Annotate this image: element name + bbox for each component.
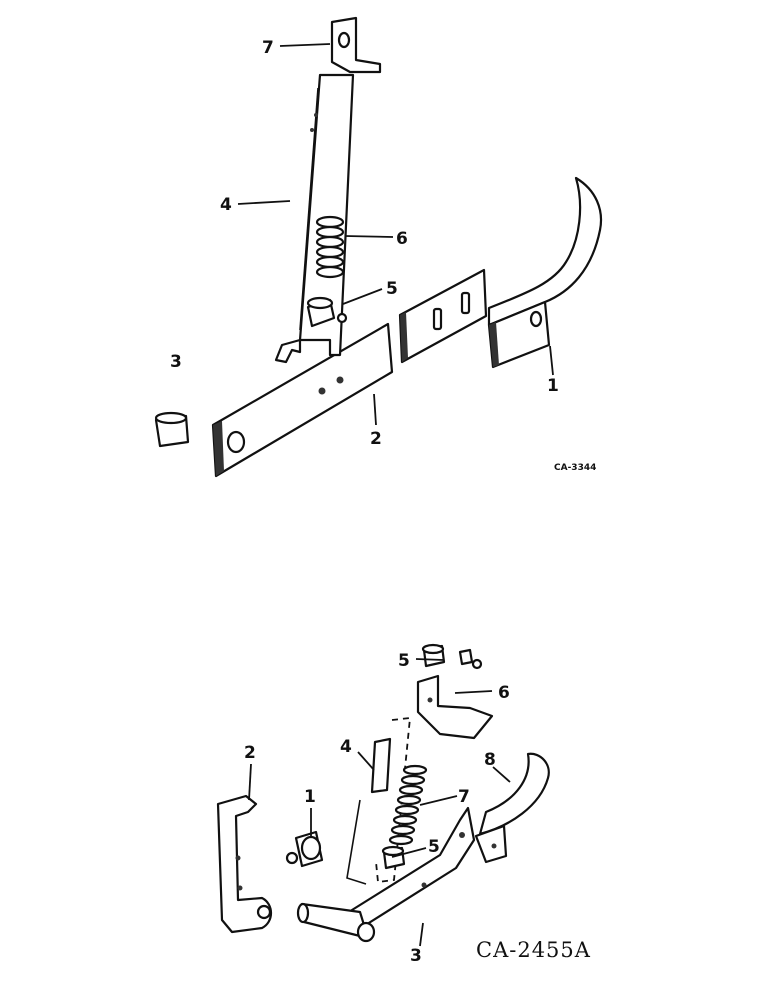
top-callout-3: 3: [170, 352, 182, 372]
top-callout-5: 5: [386, 279, 398, 299]
bottom-drawing-code: CA-2455A: [476, 938, 591, 962]
bottom-callout-7: 7: [458, 787, 470, 807]
top-part-6-spring: [315, 215, 345, 279]
bottom-callout-3: 3: [410, 946, 422, 966]
bottom-part-8-shovel: [474, 752, 550, 864]
bottom-part-7-spring: [388, 764, 428, 846]
bottom-part-4-rod: [346, 716, 412, 885]
top-callout-6: 6: [396, 229, 408, 249]
top-callout-7: 7: [262, 38, 274, 58]
top-callout-4: 4: [220, 195, 232, 215]
top-part-3-bushing: [154, 411, 190, 448]
top-part-7-bracket: [330, 16, 382, 74]
bottom-part-2-bracket: [216, 794, 273, 934]
bottom-callout-8: 8: [484, 750, 496, 770]
bottom-callout-6: 6: [498, 683, 510, 703]
top-callout-2: 2: [370, 429, 382, 449]
top-part-2-bar: [211, 268, 488, 478]
bottom-part-6-bracket: [416, 674, 494, 740]
bottom-part-5b-collar: [381, 845, 406, 870]
bottom-diagram: 5 6 4 2 8 7 1 5 3 CA-2455A: [216, 643, 591, 966]
top-drawing-code: CA-3344: [554, 463, 596, 473]
bottom-callout-4: 4: [340, 737, 352, 757]
top-part-1-shovel: [487, 176, 602, 369]
bottom-part-1-bushing: [285, 830, 324, 868]
top-part-4-rod: [274, 73, 355, 364]
top-part-5-collar: [306, 296, 348, 328]
bottom-callout-2: 2: [244, 743, 256, 763]
bottom-part-5-collar: [421, 643, 483, 670]
bottom-callout-5b: 5: [428, 837, 440, 857]
top-callout-1: 1: [547, 376, 559, 396]
bottom-callout-1: 1: [304, 787, 316, 807]
bottom-callout-5a: 5: [398, 651, 410, 671]
top-diagram: 7 4 6 5 3 1 2 CA-3344: [154, 16, 602, 478]
bottom-part-3-beam: [296, 806, 476, 943]
